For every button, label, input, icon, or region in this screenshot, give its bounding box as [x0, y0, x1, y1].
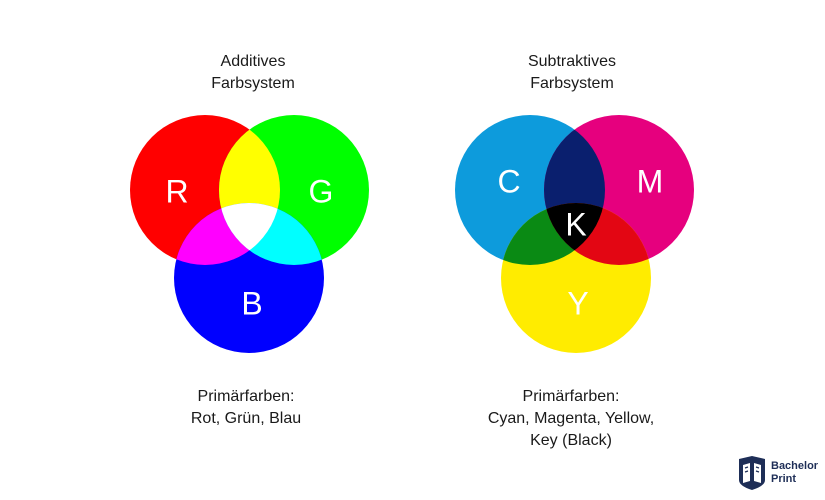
- additive-caption-line1: Primärfarben:: [197, 388, 295, 405]
- book-shield-icon: [739, 456, 765, 490]
- label-k: K: [565, 206, 586, 242]
- additive-caption-line2: Rot, Grün, Blau: [190, 410, 302, 427]
- additive-title-line1: Additives: [220, 53, 286, 70]
- subtractive-caption-line2: Cyan, Magenta, Yellow,: [487, 410, 655, 427]
- logo-text: Bachelor Print: [771, 460, 818, 486]
- label-g: G: [309, 173, 334, 209]
- label-c: C: [497, 163, 520, 199]
- subtractive-venn: C M Y K: [455, 115, 694, 353]
- additive-caption: Primärfarben: Rot, Grün, Blau: [116, 386, 376, 430]
- subtractive-title-line2: Farbsystem: [530, 75, 614, 92]
- subtractive-caption: Primärfarben: Cyan, Magenta, Yellow, Key…: [441, 386, 701, 452]
- magenta-yellow-overlap: [544, 203, 651, 265]
- logo-line2: Print: [771, 473, 797, 485]
- subtractive-caption-line1: Primärfarben:: [522, 388, 620, 405]
- bachelor-print-logo: Bachelor Print: [737, 456, 819, 492]
- additive-venn: R G B: [130, 115, 369, 353]
- subtractive-title-line1: Subtraktives: [527, 53, 617, 70]
- label-r: R: [165, 173, 188, 209]
- cyan-yellow-overlap: [501, 203, 605, 265]
- logo-line1: Bachelor: [771, 460, 819, 472]
- subtractive-caption-line3: Key (Black): [530, 432, 612, 449]
- subtractive-title: Subtraktives Farbsystem: [462, 51, 682, 95]
- additive-title-line2: Farbsystem: [211, 75, 295, 92]
- red-blue-overlap: [174, 203, 280, 265]
- label-y: Y: [567, 285, 588, 321]
- label-b: B: [241, 285, 262, 321]
- additive-title: Additives Farbsystem: [143, 51, 363, 95]
- label-m: M: [637, 163, 664, 199]
- green-blue-overlap: [219, 203, 324, 265]
